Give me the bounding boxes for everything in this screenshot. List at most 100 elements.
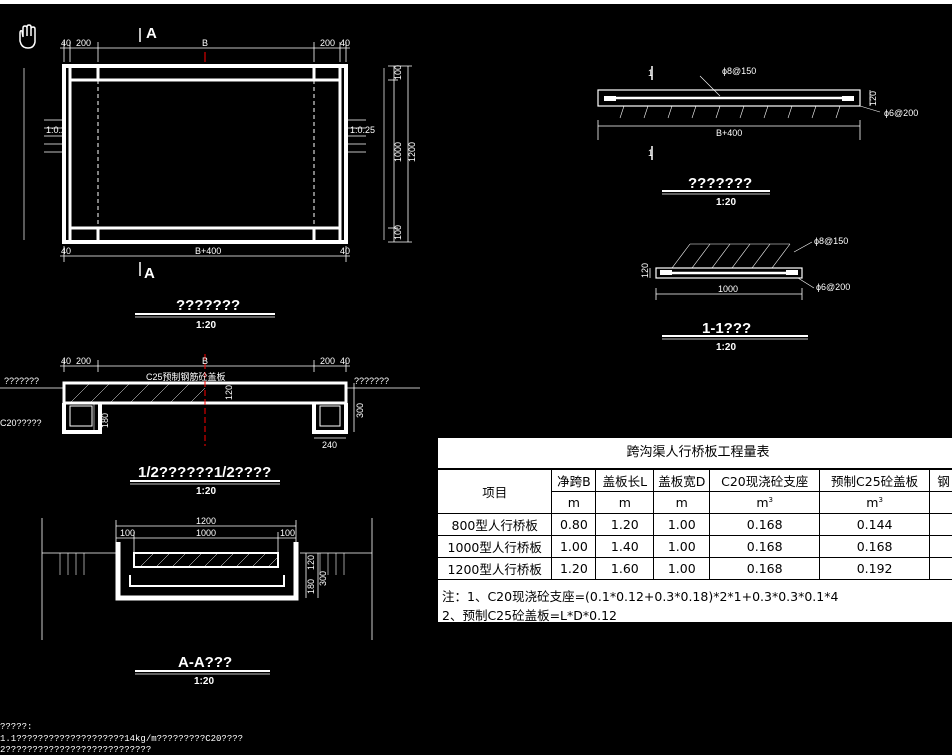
rebar-sec-label-phi6: ϕ6@200	[816, 282, 850, 292]
drawing-note-line-1: 1.1????????????????????14kg/m?????????C2…	[0, 734, 244, 744]
plan-scale: 1:20	[196, 320, 216, 331]
qty-table: 项目 净跨B 盖板长L 盖板宽D C20现浇砼支座 预制C25砼盖板 钢 m m…	[438, 469, 952, 580]
drawing-note-heading: ?????:	[0, 722, 33, 732]
qty-unit-cell: m3	[709, 491, 821, 514]
rebar-top-title: ???????	[688, 175, 752, 192]
elev-support-label: C20?????	[0, 418, 42, 428]
elevation-labels: 40 200 B 200 40 C25预制钢筋砼盖板 ??????? ?????…	[0, 356, 389, 497]
plan-section-mark-top: A	[146, 25, 157, 42]
rebar-top-dim-b400: B+400	[716, 128, 742, 138]
qty-cell: 1.00	[653, 557, 711, 580]
qty-cell: 1.60	[595, 557, 655, 580]
elev-dim-b: B	[202, 356, 208, 366]
qty-note-1: 注：1、C20现浇砼支座=(0.1*0.12+0.3*0.18)*2*1+0.3…	[442, 589, 839, 604]
plan-labels: A A 40 200 B 200 40 1:0.2 1:0.25 100 100…	[46, 25, 417, 331]
plan-dim-200-right: 200	[320, 38, 335, 48]
elev-dim-300: 300	[355, 403, 365, 418]
aa-dim-180: 180	[306, 579, 316, 594]
qty-unit-row: m m m m3 m3	[438, 491, 952, 514]
qty-cell: 0.168	[709, 535, 821, 558]
elev-slab-label: C25预制钢筋砼盖板	[146, 371, 226, 382]
qty-header-cell: C20现浇砼支座	[709, 469, 821, 492]
qty-row-1000: 1000型人行桥板 1.00 1.40 1.00 0.168 0.168	[438, 535, 952, 558]
qty-cell: 0.168	[819, 535, 931, 558]
qty-row-name: 1200型人行桥板	[438, 557, 553, 580]
rebar-section-mark-top: 1	[648, 68, 653, 78]
qty-cell: 0.192	[819, 557, 931, 580]
plan-dim-40-bottom-left: 40	[61, 246, 71, 256]
elev-dim-40-right: 40	[340, 356, 350, 366]
aa-dim-1000: 1000	[196, 528, 216, 538]
qty-header-cell: 盖板宽D	[653, 469, 711, 492]
aa-dim-1200: 1200	[196, 516, 216, 526]
elevation-view	[0, 354, 420, 485]
qty-row-name: 1000型人行桥板	[438, 535, 553, 558]
aa-dim-300: 300	[318, 571, 328, 586]
rebar-sec-dim-1000: 1000	[718, 284, 738, 294]
elev-dim-200: 200	[76, 356, 91, 366]
qty-cell: 0.144	[819, 513, 931, 536]
rebar-section-scale: 1:20	[716, 342, 736, 353]
aa-dim-120: 120	[306, 555, 316, 570]
qty-cell: 1.20	[551, 557, 597, 580]
elev-dim-180: 180	[100, 413, 110, 428]
plan-dim-1200: 1200	[407, 142, 417, 162]
section-aa-title: A-A???	[178, 654, 232, 671]
rebar-section-title: 1-1???	[702, 320, 751, 337]
drawing-note-line-2: 2???????????????????????????	[0, 745, 152, 755]
rebar-sec-dim-120: 120	[640, 263, 650, 278]
elevation-scale: 1:20	[196, 486, 216, 497]
section-aa-labels: 1200 100 1000 100 120 180 300 A-A??? 1:2…	[120, 516, 328, 687]
qty-header-cell: 预制C25砼盖板	[819, 469, 931, 492]
qty-cell: 0.168	[709, 557, 821, 580]
rebar-top-label-phi6: ϕ6@200	[884, 108, 918, 118]
plan-dim-b400: B+400	[195, 246, 221, 256]
qty-header-cell: 盖板长L	[595, 469, 655, 492]
qty-header-cell: 净跨B	[551, 469, 597, 492]
elev-dim-120: 120	[224, 385, 234, 400]
plan-dim-b: B	[202, 38, 208, 48]
qty-row-800: 800型人行桥板 0.80 1.20 1.00 0.168 0.144	[438, 513, 952, 536]
plan-slope-left: 1:0.2	[46, 125, 66, 135]
plan-title: ???????	[176, 297, 240, 314]
qty-cell	[929, 557, 952, 580]
elev-ground-left: ???????	[4, 376, 39, 386]
qty-row-1200: 1200型人行桥板 1.20 1.60 1.00 0.168 0.192	[438, 557, 952, 580]
rebar-section-mark-bottom: 1	[648, 148, 653, 158]
aa-dim-100-right: 100	[280, 528, 295, 538]
rebar-top-scale: 1:20	[716, 197, 736, 208]
qty-header-row: 项目 净跨B 盖板长L 盖板宽D C20现浇砼支座 预制C25砼盖板 钢	[438, 469, 952, 514]
qty-cell: 1.40	[595, 535, 655, 558]
plan-view	[23, 28, 412, 318]
qty-unit-cell: m	[595, 491, 655, 514]
elev-ground-right: ???????	[354, 376, 389, 386]
rebar-top-dim-120: 120	[868, 91, 878, 106]
qty-table-title: 跨沟渠人行桥板工程量表	[438, 438, 952, 469]
section-aa-view	[41, 518, 373, 675]
elev-dim-200-right: 200	[320, 356, 335, 366]
elev-dim-240: 240	[322, 440, 337, 450]
elevation-title: 1/2??????1/2????	[138, 464, 271, 481]
qty-col-item: 项目	[438, 469, 553, 514]
plan-dim-200-left: 200	[76, 38, 91, 48]
plan-dim-100-top: 100	[393, 65, 403, 80]
qty-cell: 0.168	[709, 513, 821, 536]
qty-cell: 1.00	[551, 535, 597, 558]
qty-note-2: 2、预制C25砼盖板=L*D*0.12	[442, 608, 617, 622]
qty-unit-cell	[929, 491, 952, 514]
qty-cell	[929, 513, 952, 536]
rebar-top-labels: 1 1 ϕ8@150 ϕ6@200 120 B+400 ??????? 1:20	[648, 66, 918, 208]
plan-soil-left	[23, 68, 64, 240]
rebar-sec-label-phi8: ϕ8@150	[814, 236, 848, 246]
qty-header-cell: 钢	[929, 469, 952, 492]
quantity-table-panel: 跨沟渠人行桥板工程量表 项目 净跨B 盖板长L 盖板宽D C20现浇砼支座 预制…	[438, 438, 952, 622]
plan-dim-40-left: 40	[61, 38, 71, 48]
section-aa-scale: 1:20	[194, 676, 214, 687]
hand-pan-icon[interactable]	[19, 24, 36, 49]
plan-dim-100-bottom: 100	[393, 225, 403, 240]
plan-dim-40-right: 40	[340, 38, 350, 48]
plan-section-mark-bottom: A	[144, 265, 155, 282]
rebar-top-label-phi8: ϕ8@150	[722, 66, 756, 76]
plan-dim-40-bottom-right: 40	[340, 246, 350, 256]
